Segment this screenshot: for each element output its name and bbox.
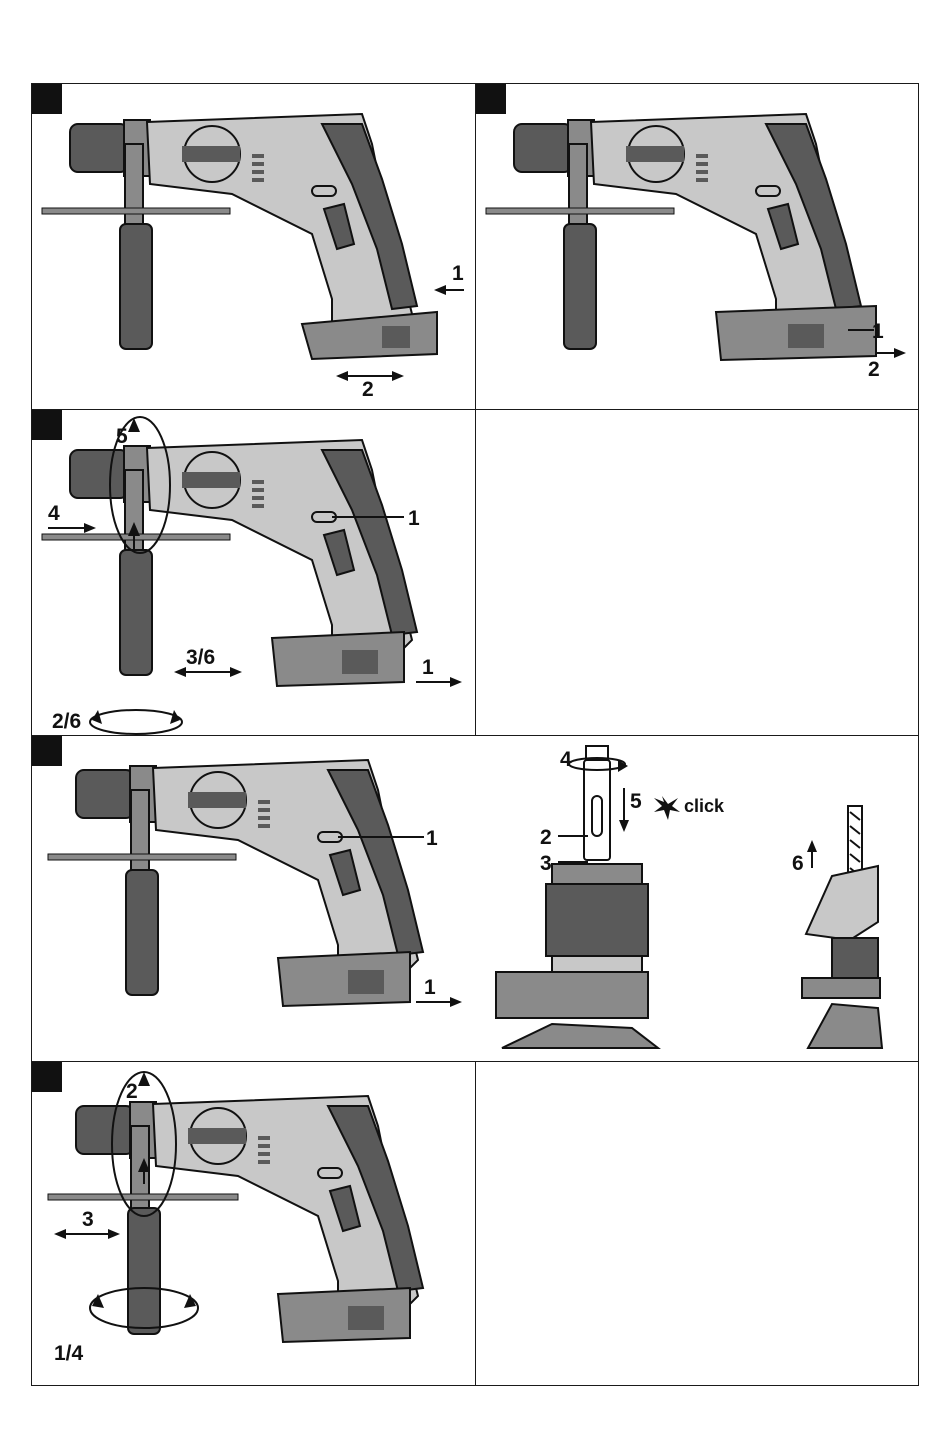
hammer-drill-bit-insertion-illustration: 1 1 4 5 click 2 3	[32, 736, 918, 1061]
figure-1: 1 2	[32, 84, 475, 409]
hammer-drill-illustration: 2 3 1/4	[32, 1062, 475, 1386]
figure-3: 5 4 3/6 2/6 1 1	[32, 410, 475, 735]
figure-5: 2 3 1/4	[32, 1062, 475, 1386]
label-1-switch: 1	[426, 827, 438, 850]
label-3: 3	[540, 852, 552, 875]
label-3: 3	[82, 1208, 94, 1231]
label-5: 5	[630, 790, 642, 813]
figure-4: 1 1 4 5 click 2 3	[32, 736, 918, 1061]
label-1: 1	[452, 262, 464, 285]
label-6: 6	[792, 852, 804, 875]
divider	[475, 1061, 476, 1386]
label-2: 2	[540, 826, 552, 849]
label-1-switch: 1	[408, 507, 420, 530]
hammer-drill-illustration: 5 4 3/6 2/6 1 1	[32, 410, 475, 735]
label-1-4: 1/4	[54, 1342, 84, 1365]
label-2: 2	[126, 1080, 138, 1103]
label-2: 2	[362, 378, 374, 401]
label-2: 2	[868, 358, 880, 381]
figure-frame: 1 2 1 2	[31, 83, 919, 1386]
label-click: click	[684, 796, 725, 816]
label-1-battery: 1	[422, 656, 434, 679]
label-2-6: 2/6	[52, 710, 81, 733]
figure-2: 1 2	[476, 84, 918, 409]
click-burst-icon	[654, 796, 680, 820]
label-5: 5	[116, 425, 128, 448]
hammer-drill-illustration: 1 2	[476, 84, 918, 409]
hammer-drill-illustration: 1 2	[32, 84, 475, 409]
label-1-battery: 1	[424, 976, 436, 999]
label-3-6: 3/6	[186, 646, 215, 669]
label-4: 4	[48, 502, 60, 525]
label-1: 1	[872, 320, 884, 343]
label-4: 4	[560, 748, 572, 771]
